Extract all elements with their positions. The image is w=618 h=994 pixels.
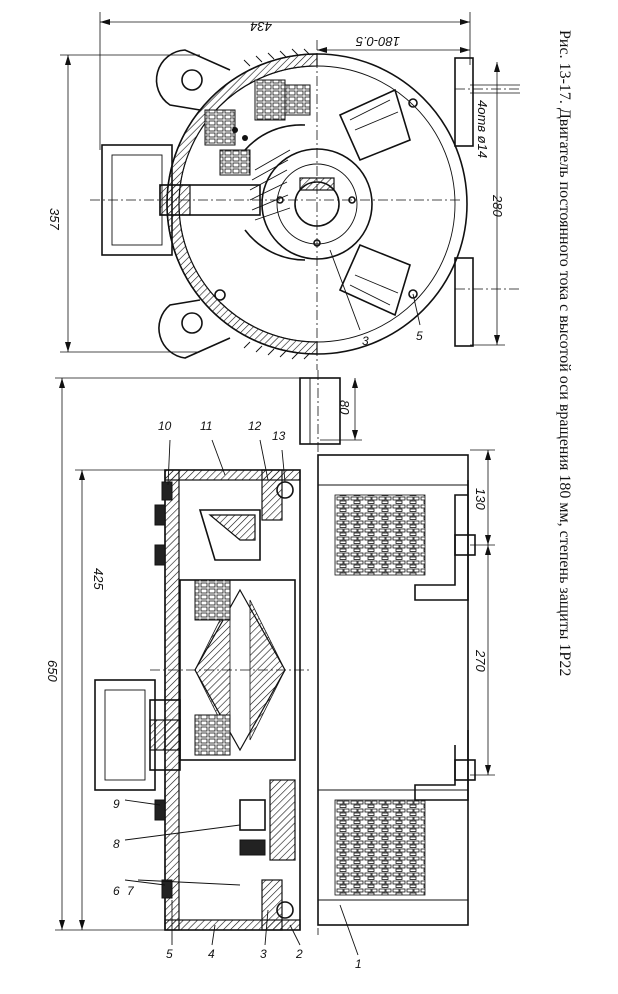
dim-650-label: 650 xyxy=(45,660,60,682)
callout-4: 4 xyxy=(208,947,215,961)
pole-winding-2 xyxy=(205,110,235,145)
callout-7: 7 xyxy=(127,884,135,898)
brush-holder xyxy=(240,800,265,830)
callout-5: 5 xyxy=(166,947,173,961)
terminal-box-side xyxy=(95,680,155,790)
foot-right-2 xyxy=(415,730,468,800)
dim-425-label: 425 xyxy=(91,568,106,590)
end-view: 434 180-0.5 357 280 4отв ø14 xyxy=(47,12,520,370)
callout-2: 2 xyxy=(295,947,303,961)
foot-upper xyxy=(455,58,473,146)
callout-1: 1 xyxy=(355,957,362,971)
callout-10: 10 xyxy=(158,419,172,433)
dim-130-label: 130 xyxy=(473,488,488,510)
callout-11: 11 xyxy=(200,419,212,433)
pole-winding-3 xyxy=(220,150,250,175)
figure-caption: Рис. 13-17. Двигатель постоянного тока с… xyxy=(556,30,573,676)
callout-13: 13 xyxy=(272,429,286,443)
vent-grille-top xyxy=(335,495,425,575)
callout-8: 8 xyxy=(113,837,120,851)
commutator xyxy=(270,780,295,860)
callout-12: 12 xyxy=(248,419,262,433)
callout-3: 3 xyxy=(260,947,267,961)
callout-5b: 5 xyxy=(416,329,423,343)
callout-6: 6 xyxy=(113,884,120,898)
longitudinal-section: 650 425 80 130 270 xyxy=(45,370,495,971)
callout-9: 9 xyxy=(113,797,120,811)
leader-3b xyxy=(330,250,360,330)
dim-180-label: 180-0.5 xyxy=(355,34,400,49)
vent-grille-bottom xyxy=(335,800,425,895)
dim-357-label: 357 xyxy=(47,208,62,230)
field-coil-bottom xyxy=(195,715,230,755)
spoke-upper xyxy=(340,90,410,160)
leader-5b xyxy=(413,294,420,325)
dim-280-label: 280 xyxy=(490,194,505,217)
shaft-end xyxy=(300,378,340,444)
holes-label: 4отв ø14 xyxy=(475,100,490,158)
field-coil-top xyxy=(195,580,230,620)
pole-winding-1 xyxy=(255,80,285,120)
foot-lower xyxy=(455,258,473,346)
callout-3b: 3 xyxy=(362,334,369,348)
dim-434-label: 434 xyxy=(250,19,272,34)
dim-270-label: 270 xyxy=(473,649,488,672)
